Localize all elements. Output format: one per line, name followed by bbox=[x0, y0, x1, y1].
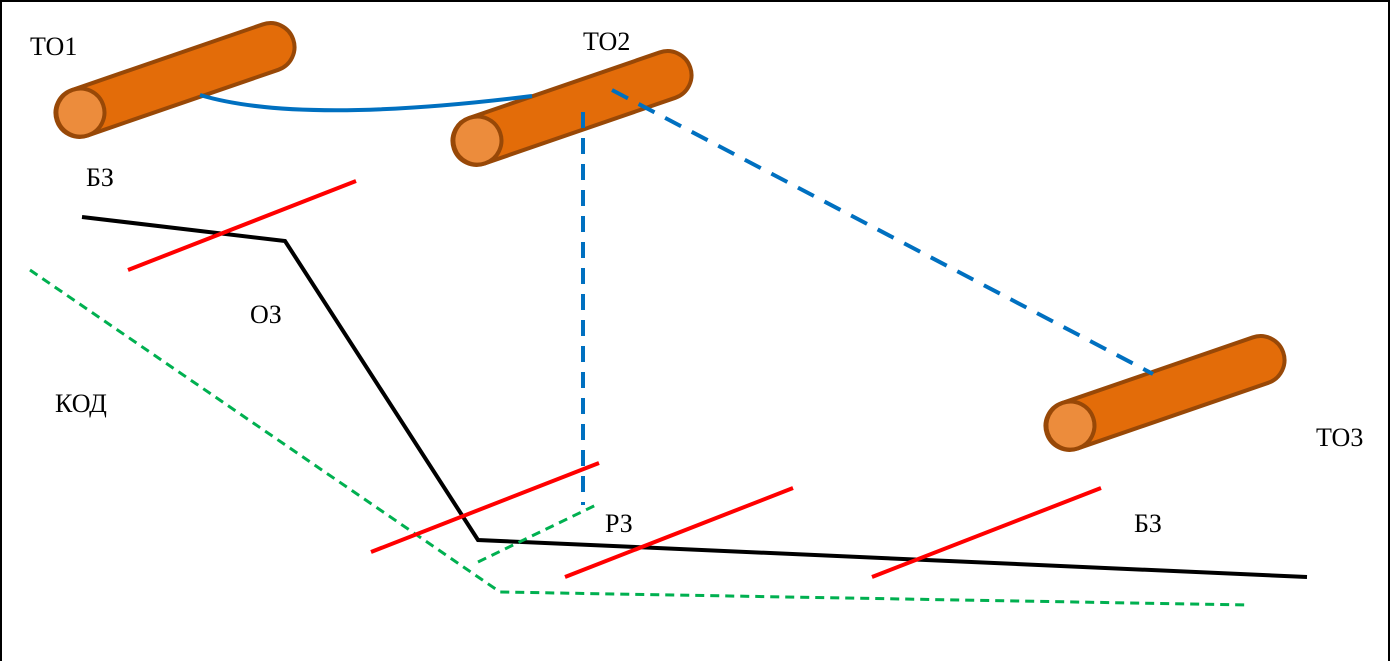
label-bz-top: БЗ bbox=[86, 163, 114, 192]
pipe-to1 bbox=[53, 21, 297, 139]
label-to3: ТО3 bbox=[1316, 423, 1363, 452]
label-to2: ТО2 bbox=[583, 27, 630, 56]
label-oz: ОЗ bbox=[250, 300, 282, 329]
pipe-to2 bbox=[450, 49, 694, 167]
red-line-3 bbox=[564, 486, 794, 579]
link-to1-to2 bbox=[199, 93, 533, 113]
red-line-1 bbox=[127, 179, 357, 272]
red-line-4 bbox=[871, 486, 1102, 579]
green-dashed-line bbox=[29, 268, 1249, 607]
red-line-2 bbox=[370, 461, 600, 554]
label-to1: ТО1 bbox=[30, 32, 77, 61]
label-rz: РЗ bbox=[605, 509, 633, 538]
green-dashed-branch bbox=[477, 503, 597, 564]
pipe-to3 bbox=[1043, 334, 1287, 452]
black-line bbox=[81, 215, 1308, 579]
label-kod: КОД bbox=[55, 389, 107, 418]
label-bz-bottom: БЗ bbox=[1134, 509, 1162, 538]
link-to2-to3 bbox=[611, 88, 1154, 376]
